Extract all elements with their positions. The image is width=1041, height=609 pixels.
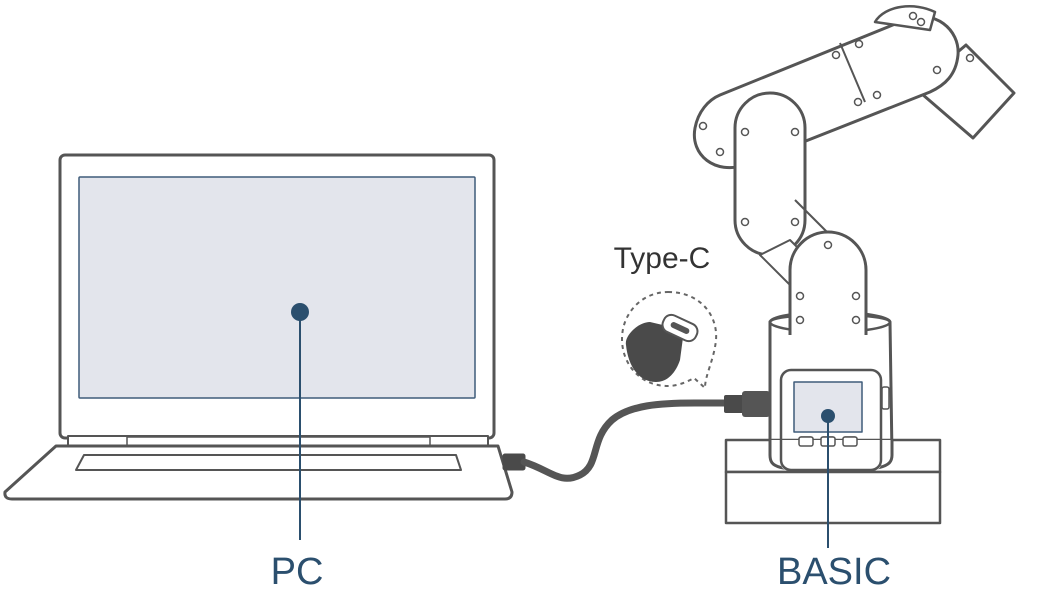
basic-marker-dot <box>821 409 835 423</box>
usb-c-plug-icon <box>625 313 699 382</box>
type-c-callout: Type-C <box>614 242 718 391</box>
type-c-label: Type-C <box>614 242 711 275</box>
laptop-screen <box>78 176 476 399</box>
basic-callout <box>821 409 835 548</box>
arm-pedestal-base <box>724 470 942 525</box>
laptop-keyboard <box>75 454 462 471</box>
pc-callout <box>291 303 309 540</box>
arm-link-middle <box>733 91 807 257</box>
pc-label: PC <box>271 551 324 593</box>
usb-cable <box>520 399 739 482</box>
basic-label: BASIC <box>777 551 891 593</box>
pc-marker-dot <box>291 303 309 321</box>
laptop-icon <box>3 153 526 501</box>
laptop-base <box>3 444 514 501</box>
basic-usb-plug <box>724 395 746 413</box>
robot-arm-icon <box>692 5 1016 525</box>
arm-rivets <box>698 11 975 325</box>
